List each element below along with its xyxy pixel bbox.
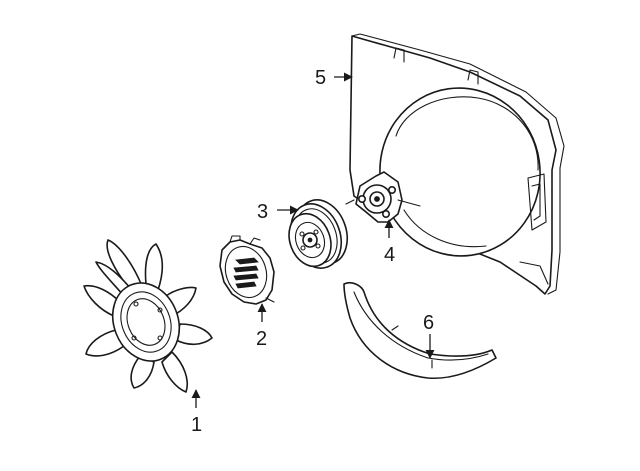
lower-shroud <box>343 281 497 380</box>
callout-5: 5 <box>315 67 326 89</box>
callout-4: 4 <box>384 244 395 266</box>
fan-clutch <box>219 235 275 305</box>
callout-3: 3 <box>257 201 268 223</box>
callout-2: 2 <box>256 328 267 350</box>
pulley <box>288 199 349 269</box>
callout-1: 1 <box>191 414 202 436</box>
callout-6: 6 <box>423 312 434 334</box>
fan-shroud <box>349 33 565 295</box>
water-pump-bracket <box>345 171 421 223</box>
fan-blade <box>83 239 213 393</box>
